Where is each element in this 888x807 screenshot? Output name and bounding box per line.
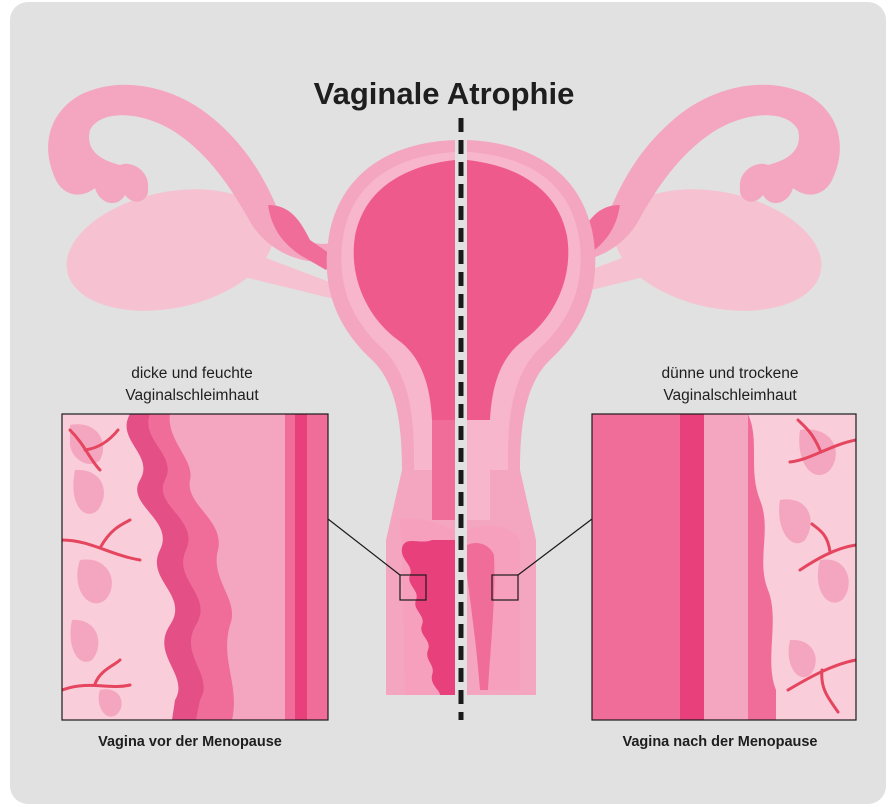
caption-before-menopause: dicke und feuchte Vaginalschleimhaut: [62, 363, 322, 407]
footer-before-menopause: Vagina vor der Menopause: [40, 734, 340, 750]
footer-after-menopause: Vagina nach der Menopause: [570, 734, 870, 750]
caption-after-menopause: dünne und trockene Vaginalschleimhaut: [600, 363, 860, 407]
inset-after-menopause: [592, 414, 856, 720]
cervical-canal-left: [432, 420, 455, 520]
page-title: Vaginale Atrophie: [244, 76, 644, 112]
caption-before-line2: Vaginalschleimhaut: [62, 385, 322, 407]
caption-after-line1: dünne und trockene: [600, 363, 860, 385]
cervical-canal-right: [467, 420, 490, 520]
caption-after-line2: Vaginalschleimhaut: [600, 385, 860, 407]
caption-before-line1: dicke und feuchte: [62, 363, 322, 385]
inset-before-menopause: [62, 414, 328, 720]
